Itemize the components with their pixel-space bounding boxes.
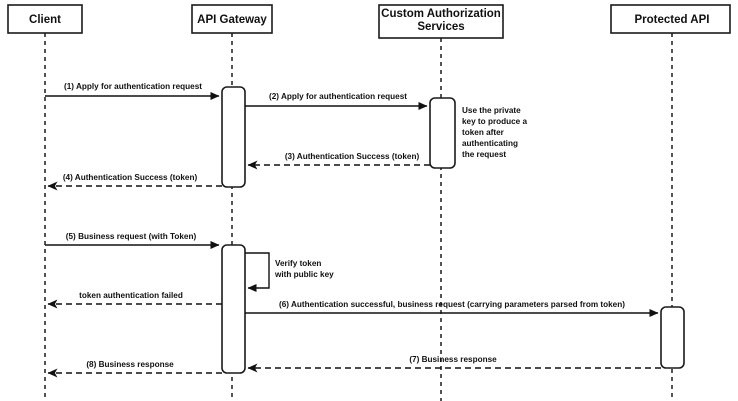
activation-gateway-auth[interactable] — [221, 86, 246, 188]
participant-label-custom-authorization-services-line2: Services — [417, 21, 464, 33]
message-4[interactable]: (4) Authentication Success (token) — [47, 173, 222, 191]
message-self-verify-token-arrow[interactable] — [245, 252, 270, 292]
note-private-key-line-4: authenticating — [462, 139, 518, 148]
activation-gateway-business[interactable] — [221, 244, 246, 374]
message-2-label: (2) Apply for authentication request — [269, 92, 407, 101]
note-private-key-line-1: Use the private — [462, 106, 521, 115]
message-self-verify-token-label-line1: Verify token — [275, 259, 321, 268]
participant-label-custom-authorization-services-line1: Custom Authorization — [381, 8, 501, 20]
participant-label-protected-api: Protected API — [635, 14, 710, 26]
note-private-key-line-2: key to produce a — [462, 117, 528, 126]
message-1-label: (1) Apply for authentication request — [64, 82, 202, 91]
message-7-label: (7) Business response — [409, 355, 497, 364]
activation-auth-service[interactable] — [429, 97, 456, 169]
message-3-label: (3) Authentication Success (token) — [285, 152, 420, 161]
participant-protected-api[interactable]: Protected API — [610, 4, 731, 34]
message-2[interactable]: (2) Apply for authentication request — [245, 92, 428, 110]
message-5-label: (5) Business request (with Token) — [66, 232, 197, 241]
note-private-key-line-5: the request — [462, 150, 506, 159]
participant-label-client: Client — [29, 14, 61, 26]
participant-api-gateway[interactable]: API Gateway — [191, 4, 273, 34]
message-8[interactable]: (8) Business response — [47, 360, 222, 378]
message-8-label: (8) Business response — [86, 360, 174, 369]
message-self-verify-token-label-line2: with public key — [274, 270, 334, 279]
message-7[interactable]: (7) Business response — [247, 355, 661, 373]
participant-box-protected-api[interactable] — [610, 4, 731, 34]
activations-group — [221, 86, 685, 374]
message-token-authentication-failed-label: token authentication failed — [79, 291, 183, 300]
message-1[interactable]: (1) Apply for authentication request — [45, 82, 220, 100]
message-6-label: (6) Authentication successful, business … — [279, 300, 625, 309]
activation-protected-api[interactable] — [660, 306, 685, 369]
message-self-verify-token[interactable]: Verify token with public key — [245, 252, 334, 292]
participant-client[interactable]: Client — [7, 4, 83, 34]
participant-box-api-gateway[interactable] — [191, 4, 273, 34]
participant-custom-authorization-services[interactable]: Custom Authorization Services — [378, 4, 504, 39]
participant-box-client[interactable] — [7, 4, 83, 34]
note-private-key: Use the private key to produce a token a… — [462, 106, 528, 159]
message-3[interactable]: (3) Authentication Success (token) — [247, 152, 430, 170]
message-6[interactable]: (6) Authentication successful, business … — [245, 300, 659, 317]
participant-label-api-gateway: API Gateway — [197, 14, 267, 26]
note-private-key-line-3: token after — [462, 128, 505, 137]
participant-box-custom-authorization-services[interactable] — [378, 4, 504, 39]
message-token-authentication-failed[interactable]: token authentication failed — [47, 291, 222, 309]
message-5[interactable]: (5) Business request (with Token) — [45, 232, 220, 249]
message-4-label: (4) Authentication Success (token) — [63, 173, 198, 182]
